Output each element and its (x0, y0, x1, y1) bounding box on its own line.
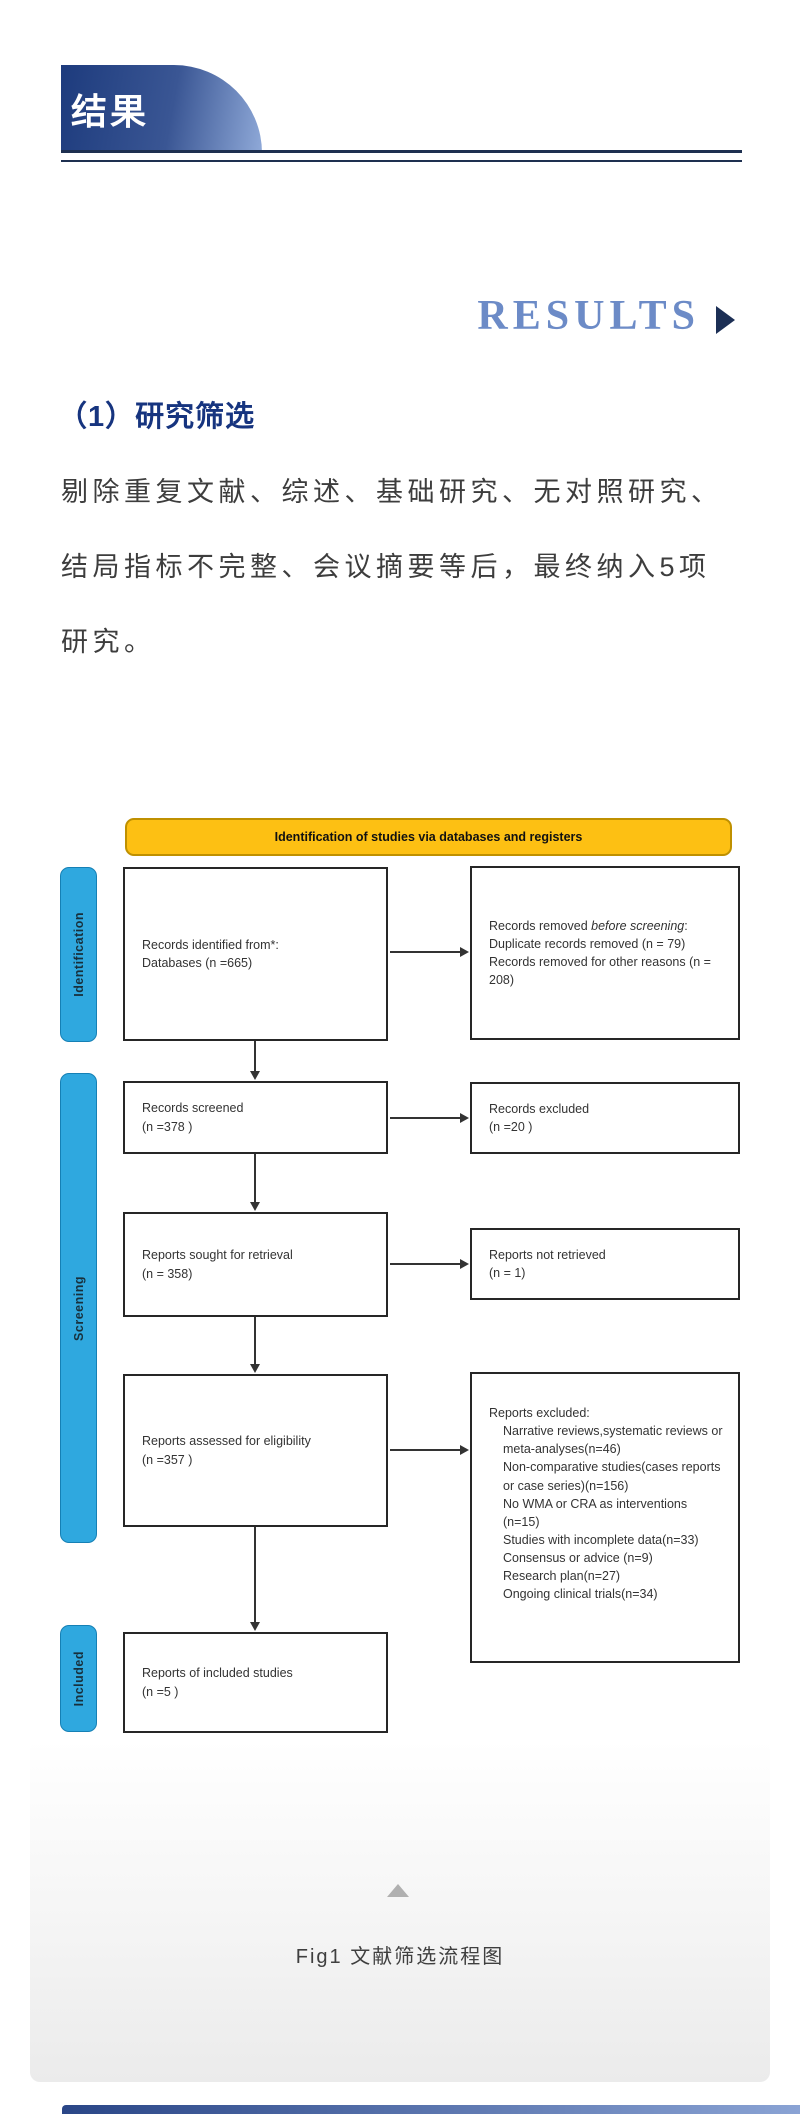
flow-box-reports-assessed: Reports assessed for eligibility (n =357 … (123, 1374, 388, 1527)
list-line: Databases (n =665) (142, 956, 253, 970)
list-line: Records identified from*: (142, 937, 279, 952)
flow-box-records-excluded: Records excluded (n =20 ) (470, 1082, 740, 1154)
italic-before-screening: before screening (591, 918, 685, 933)
flow-box-reports-not-retrieved: Reports not retrieved (n = 1) (470, 1228, 740, 1300)
arrow-right-icon (390, 1113, 469, 1123)
records-removed-detail: Duplicate records removed (n = 79) (489, 936, 686, 951)
flow-box-records-screened: Records screened (n =378 ) (123, 1081, 388, 1154)
records-removed-heading: Records removed before screening: (489, 918, 688, 933)
list-line: (n = 358) (142, 1266, 193, 1281)
paragraph-line: 剔除重复文献、综述、基础研究、无对照研究、 (61, 477, 723, 507)
list-line: (n =20 ) (489, 1120, 533, 1134)
reports-excluded-list: Narrative reviews,systematic reviews or … (489, 1422, 724, 1603)
paragraph-line: 研究。 (61, 627, 156, 657)
flow-box-reports-excluded: Reports excluded: Narrative reviews,syst… (470, 1372, 740, 1663)
list-line: Reports assessed for eligibility (142, 1434, 311, 1449)
play-triangle-icon (716, 306, 735, 334)
stage-label-screening: Screening (60, 1073, 97, 1543)
arrow-right-icon (390, 1259, 469, 1269)
subsection-heading: （1）研究筛选 (58, 401, 256, 433)
list-line: Records excluded (489, 1101, 590, 1116)
list-line: (n = 1) (489, 1266, 526, 1280)
arrow-down-icon (250, 1154, 260, 1211)
next-section-banner-edge (62, 2105, 800, 2114)
section-title-english: RESULTS (477, 293, 700, 339)
stage-label-included: Included (60, 1625, 97, 1732)
list-line: Research plan(n=27) (503, 1569, 621, 1584)
flowchart-title-bar: Identification of studies via databases … (125, 818, 732, 856)
collapse-triangle-icon (387, 1884, 409, 1897)
list-line: Ongoing clinical trials(n=34) (503, 1587, 658, 1602)
figure-fade-background (30, 1740, 770, 2082)
arrow-right-icon (390, 1445, 469, 1455)
list-line: Reports of included studies (142, 1666, 293, 1681)
arrow-down-icon (250, 1527, 260, 1631)
records-removed-detail: Records removed for other reasons (n = 2… (489, 955, 711, 988)
list-line: Consensus or advice (n=9) (503, 1551, 653, 1565)
header-rule-thick (61, 150, 742, 153)
list-line: (n =357 ) (142, 1452, 193, 1467)
figure-caption: Fig1 文献筛选流程图 (295, 1946, 505, 1968)
body-paragraph: 剔除重复文献、综述、基础研究、无对照研究、 结局指标不完整、会议摘要等后，最终纳… (61, 455, 751, 680)
header-rule-thin (61, 160, 742, 162)
stage-label-identification: Identification (60, 867, 97, 1042)
list-line: Records screened (142, 1101, 244, 1116)
list-line: Narrative reviews,systematic reviews or … (503, 1424, 723, 1457)
paragraph-line: 结局指标不完整、会议摘要等后，最终纳入5项 (61, 552, 711, 582)
list-line: (n =5 ) (142, 1684, 179, 1699)
arrow-down-icon (250, 1317, 260, 1373)
arrow-down-icon (250, 1041, 260, 1080)
flow-box-records-removed: Records removed before screening: Duplic… (470, 866, 740, 1040)
list-line: Studies with incomplete data(n=33) (503, 1532, 699, 1547)
section-banner: 结果 (61, 65, 262, 153)
list-line: Non-comparative studies(cases reports or… (503, 1460, 721, 1493)
reports-excluded-heading: Reports excluded: (489, 1406, 590, 1420)
flow-box-reports-included: Reports of included studies (n =5 ) (123, 1632, 388, 1733)
flow-box-records-identified: Records identified from*: Databases (n =6… (123, 867, 388, 1041)
list-line: (n =378 ) (142, 1119, 193, 1134)
arrow-right-icon (390, 947, 469, 957)
list-line: No WMA or CRA as interventions (n=15) (503, 1496, 688, 1529)
section-banner-title: 结果 (71, 91, 150, 132)
list-line: Reports sought for retrieval (142, 1248, 293, 1263)
flow-box-reports-sought: Reports sought for retrieval (n = 358) (123, 1212, 388, 1317)
list-line: Reports not retrieved (489, 1247, 606, 1262)
